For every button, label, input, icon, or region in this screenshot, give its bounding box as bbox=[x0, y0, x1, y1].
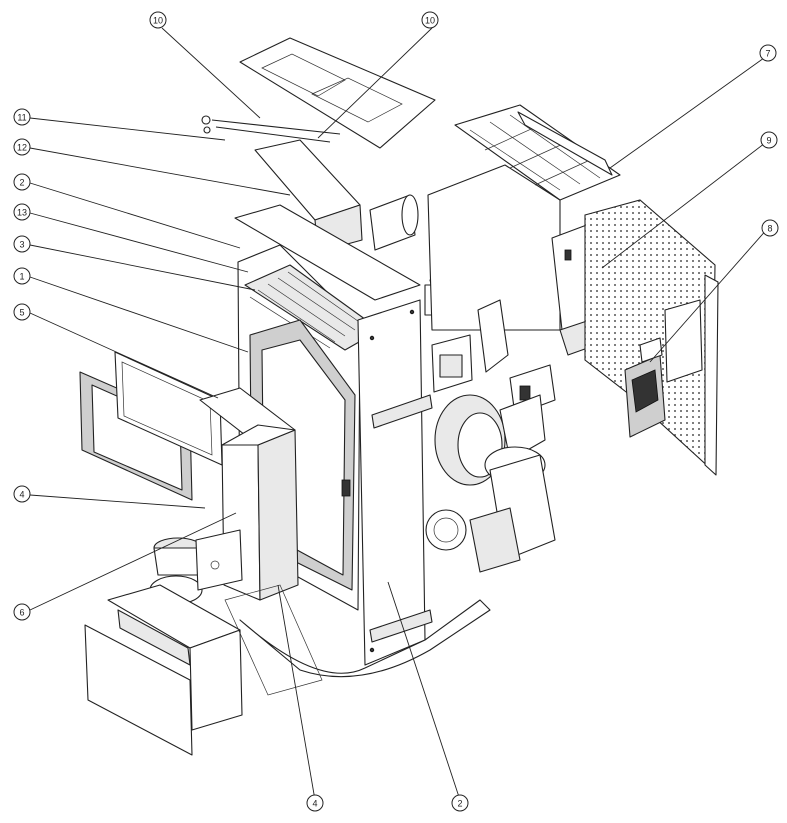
callout-label: 10 bbox=[153, 16, 163, 26]
burn-pot bbox=[149, 529, 243, 605]
callout-label: 7 bbox=[765, 49, 770, 59]
callout-label: 9 bbox=[766, 136, 771, 146]
ash-drawer bbox=[84, 584, 323, 756]
callout-label: 11 bbox=[17, 113, 26, 123]
top-lid-panel bbox=[239, 37, 436, 149]
callout-3: 3 bbox=[13, 235, 31, 253]
convection-fan-duct bbox=[425, 454, 556, 573]
callout-label: 6 bbox=[19, 608, 24, 618]
callout-leaders bbox=[29, 27, 769, 801]
callout-5: 5 bbox=[13, 303, 31, 321]
callout-1: 1 bbox=[13, 267, 31, 285]
callout-label: 12 bbox=[17, 143, 27, 153]
callout-6: 6 bbox=[13, 603, 31, 621]
callout-2a: 2 bbox=[13, 173, 31, 191]
callout-4b: 4 bbox=[306, 794, 324, 812]
callout-7: 7 bbox=[759, 44, 777, 62]
callout-2b: 2 bbox=[451, 794, 469, 812]
support-rods bbox=[201, 115, 341, 143]
callout-label: 13 bbox=[17, 208, 27, 218]
control-board bbox=[624, 337, 666, 438]
callout-label: 4 bbox=[312, 799, 317, 809]
callout-label: 2 bbox=[19, 178, 24, 188]
callout-8: 8 bbox=[761, 219, 779, 237]
callout-10b: 10 bbox=[421, 11, 439, 29]
callout-label: 8 bbox=[767, 224, 772, 234]
callout-13: 13 bbox=[13, 203, 31, 221]
mid-brackets bbox=[431, 299, 556, 416]
callout-label: 3 bbox=[19, 240, 24, 250]
callout-label: 1 bbox=[19, 272, 24, 282]
callout-label: 10 bbox=[425, 16, 435, 26]
callout-label: 5 bbox=[19, 308, 24, 318]
callout-12: 12 bbox=[13, 138, 31, 156]
callout-label: 4 bbox=[19, 490, 24, 500]
callout-4a: 4 bbox=[13, 485, 31, 503]
callout-11: 11 bbox=[13, 108, 31, 126]
callout-9: 9 bbox=[760, 131, 778, 149]
callout-10a: 10 bbox=[149, 11, 167, 29]
callout-label: 2 bbox=[457, 799, 462, 809]
perforated-rear-panel bbox=[584, 199, 719, 476]
front-glass-door bbox=[79, 351, 223, 501]
